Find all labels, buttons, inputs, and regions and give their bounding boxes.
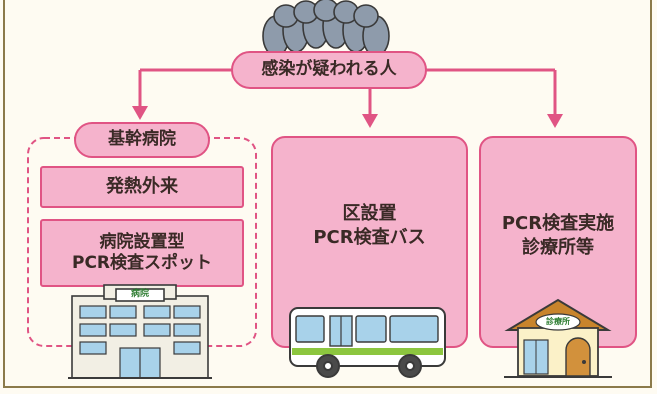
diagram-frame [3, 0, 652, 388]
clinic-sign: 診療所 [546, 317, 570, 326]
hospital-group-title: 基幹病院 [74, 122, 210, 158]
hospital-sign: 病院 [130, 289, 149, 300]
source-node: 感染が疑われる人 [231, 51, 427, 89]
bus-node-label: 区設置 PCR検査バス [313, 203, 426, 249]
clinic-node-label: PCR検査実施 診療所等 [501, 213, 615, 259]
hospital-group-border [27, 137, 257, 347]
arrow-to-clinic [547, 114, 563, 128]
arrow-to-hospital [132, 106, 148, 120]
fever-clinic-box: 発熱外来 [40, 166, 244, 208]
hospital-pcr-spot-box: 病院設置型 PCR検査スポット [40, 219, 244, 287]
arrow-to-bus [362, 114, 378, 128]
